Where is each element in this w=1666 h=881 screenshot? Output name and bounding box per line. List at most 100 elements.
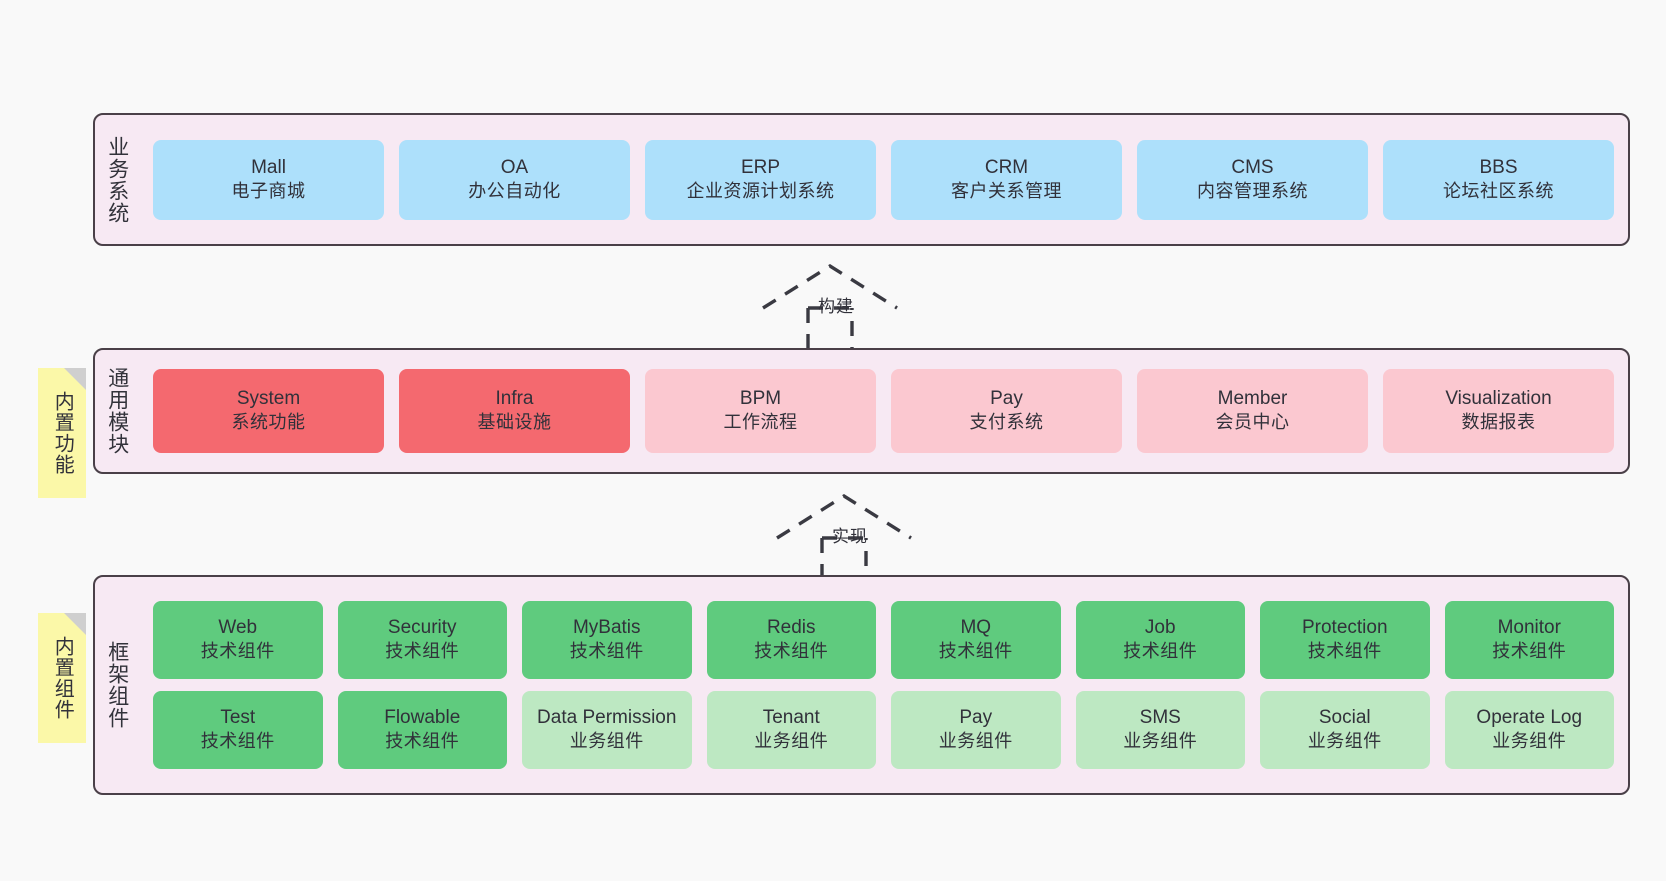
- framework-tech-card-desc: 技术组件: [754, 641, 829, 662]
- framework-business-card-name: Pay: [959, 707, 993, 729]
- framework-tech-card-name: Web: [218, 617, 258, 639]
- framework-tech-card-name: Job: [1144, 617, 1176, 639]
- framework-tech-card-name: Protection: [1301, 617, 1388, 639]
- framework-business-card-name: Flowable: [384, 707, 461, 729]
- framework-business-card-desc: 业务组件: [938, 731, 1013, 752]
- common-module-card-name: Member: [1217, 388, 1288, 410]
- common-module-card-name: BPM: [739, 388, 782, 410]
- common-module-card-name: Pay: [990, 388, 1023, 410]
- connector-build: 构建: [760, 262, 900, 354]
- business-system-card-name: CRM: [984, 156, 1029, 178]
- framework-business-card-name: Social: [1318, 707, 1371, 729]
- common-module-card-name: Visualization: [1445, 388, 1552, 410]
- framework-business-card-name: Tenant: [762, 707, 820, 729]
- build-arrowhead: [762, 263, 898, 310]
- business-system-card-desc: 企业资源计划系统: [686, 180, 835, 201]
- framework-components-title: 框架组件: [105, 641, 129, 729]
- framework-tech-card-desc: 技术组件: [200, 641, 275, 662]
- framework-business-card-desc: 技术组件: [385, 731, 460, 752]
- note-builtin-features-label: 内置功能: [51, 391, 74, 475]
- framework-business-card-desc: 技术组件: [200, 731, 275, 752]
- business-system-card-desc: 办公自动化: [468, 180, 561, 201]
- framework-business-card-desc: 业务组件: [1492, 731, 1567, 752]
- note-builtin-components: 内置组件: [38, 613, 86, 743]
- framework-business-card-name: Operate Log: [1476, 707, 1583, 729]
- framework-tech-card-name: Security: [387, 617, 457, 639]
- note-builtin-components-label: 内置组件: [51, 636, 74, 720]
- business-system-card-name: ERP: [740, 156, 781, 178]
- business-system-card-name: CMS: [1231, 156, 1274, 178]
- connector-implement-label: 实现: [832, 527, 868, 546]
- business-system-card-desc: 论坛社区系统: [1443, 180, 1554, 201]
- framework-tech-card-name: MyBatis: [572, 617, 641, 639]
- common-module-card-desc: 数据报表: [1461, 412, 1536, 433]
- implement-arrowhead: [776, 493, 912, 540]
- framework-tech-card-name: Redis: [766, 617, 816, 639]
- framework-tech-card-desc: 技术组件: [1492, 641, 1567, 662]
- framework-tech-card-desc: 技术组件: [385, 641, 460, 662]
- business-system-card-desc: 内容管理系统: [1197, 180, 1308, 201]
- common-module-card-desc: 会员中心: [1215, 412, 1290, 433]
- framework-business-card-desc: 业务组件: [1123, 731, 1198, 752]
- framework-business-card-name: Data Permission: [537, 707, 677, 729]
- framework-tech-card-desc: 技术组件: [1307, 641, 1382, 662]
- common-module-card-desc: 工作流程: [723, 412, 798, 433]
- note-builtin-features: 内置功能: [38, 368, 86, 498]
- framework-tech-card-name: Monitor: [1497, 617, 1561, 639]
- common-modules-title: 通用模块: [105, 367, 129, 455]
- framework-tech-card-desc: 技术组件: [569, 641, 644, 662]
- framework-business-card-desc: 业务组件: [569, 731, 644, 752]
- business-system-card-desc: 电子商城: [231, 180, 306, 201]
- business-system-card-desc: 客户关系管理: [951, 180, 1062, 201]
- common-module-card-desc: 基础设施: [477, 412, 552, 433]
- business-systems-title: 业务系统: [105, 135, 129, 224]
- business-system-card-name: Mall: [251, 156, 286, 178]
- common-module-card-desc: 系统功能: [231, 412, 306, 433]
- framework-business-card-desc: 业务组件: [754, 731, 829, 752]
- connector-build-label: 构建: [818, 297, 854, 316]
- framework-business-card-name: SMS: [1139, 707, 1181, 729]
- common-module-card-name: System: [236, 388, 301, 410]
- framework-tech-card-name: MQ: [960, 617, 992, 639]
- connector-implement: 实现: [774, 492, 914, 584]
